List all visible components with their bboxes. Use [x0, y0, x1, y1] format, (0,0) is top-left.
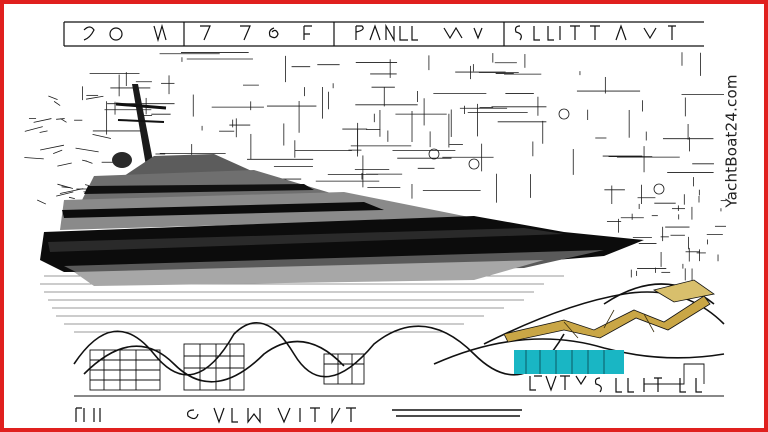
- teal-block: [514, 350, 624, 374]
- watermark-text: YachtBoat24.com: [722, 74, 741, 208]
- coaster-lines: [73, 283, 725, 383]
- building-sketches: [74, 343, 724, 397]
- yacht-hull: [40, 84, 644, 286]
- gold-ribbon: [503, 279, 715, 343]
- scribbled-captions: [75, 375, 702, 425]
- title-strip: [63, 21, 704, 47]
- yacht-sketch-illustration: [24, 21, 726, 425]
